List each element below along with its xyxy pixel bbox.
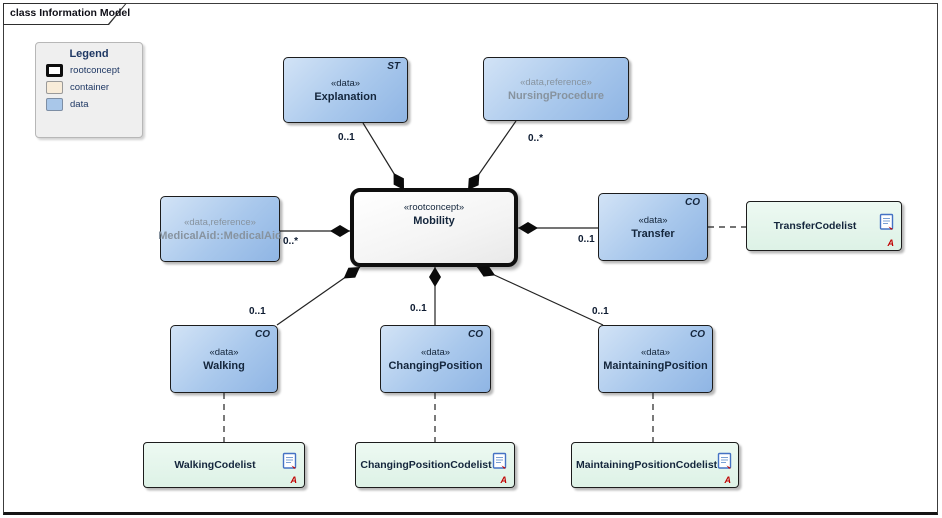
codelist-document-icon <box>879 213 894 230</box>
class-stereotype: «data,reference» <box>184 216 256 228</box>
class-stereotype: «data» <box>640 346 671 358</box>
class-name: ChangingPosition <box>388 359 483 372</box>
rootconcept-swatch <box>46 64 63 77</box>
diagram-title: class Information Model <box>10 7 131 19</box>
data-swatch <box>46 98 63 111</box>
legend-item-label: rootconcept <box>70 65 120 76</box>
class-stereotype: «data» <box>638 214 668 226</box>
class-maintaining-position-codelist[interactable]: MaintainingPositionCodelist A <box>571 442 739 488</box>
frame-tab-inner <box>4 4 125 24</box>
legend-item-label: data <box>70 99 89 110</box>
class-tag: ST <box>387 61 400 72</box>
class-tag: CO <box>255 329 270 340</box>
class-changing-position[interactable]: CO «data» ChangingPosition <box>380 325 491 393</box>
class-name: WalkingCodelist <box>174 459 256 471</box>
class-name: Explanation <box>314 90 377 103</box>
class-stereotype: «data,reference» <box>520 76 592 88</box>
multiplicity-label: 0..1 <box>592 306 609 317</box>
container-swatch <box>46 81 63 94</box>
class-stereotype: «data» <box>209 346 239 358</box>
codelist-document-icon <box>717 452 732 469</box>
class-name: TransferCodelist <box>773 220 857 232</box>
multiplicity-label: 0..1 <box>249 306 266 317</box>
multiplicity-label: 0..* <box>283 236 299 247</box>
multiplicity-label: 0..1 <box>578 234 595 245</box>
behavior-marker: A <box>724 475 732 485</box>
legend-item-label: container <box>70 82 110 93</box>
class-maintaining-position[interactable]: CO «data» MaintainingPosition <box>598 325 713 393</box>
multiplicity-label: 0..1 <box>410 303 427 314</box>
class-name: MaintainingPositionCodelist <box>576 459 718 471</box>
codelist-document-icon <box>282 452 297 469</box>
legend-item-rootconcept: rootconcept <box>46 64 142 77</box>
legend-box: Legend rootconcept container data <box>35 42 143 138</box>
class-tag: CO <box>685 197 700 208</box>
class-stereotype: «rootconcept» <box>403 202 465 213</box>
behavior-marker: A <box>887 238 895 248</box>
class-tag: CO <box>690 329 705 340</box>
class-stereotype: «data» <box>330 77 361 89</box>
class-tag: CO <box>468 329 483 340</box>
class-name: MedicalAid::MedicalAid <box>158 229 282 242</box>
class-medical-aid[interactable]: «data,reference» MedicalAid::MedicalAid <box>158 196 282 262</box>
class-explanation[interactable]: ST «data» Explanation <box>283 57 408 123</box>
class-walking-codelist[interactable]: WalkingCodelist A <box>143 442 305 488</box>
multiplicity-label: 0..1 <box>338 132 355 143</box>
class-name: Mobility <box>413 215 455 227</box>
class-nursing-procedure[interactable]: «data,reference» NursingProcedure <box>483 57 629 121</box>
class-name: Walking <box>203 359 245 372</box>
class-name: MaintainingPosition <box>603 359 708 372</box>
class-walking[interactable]: CO «data» Walking <box>170 325 278 393</box>
class-name: ChangingPositionCodelist <box>360 459 492 471</box>
legend-title: Legend <box>69 48 109 60</box>
behavior-marker: A <box>500 475 508 485</box>
legend-item-data: data <box>46 98 142 111</box>
class-name: NursingProcedure <box>508 89 604 102</box>
behavior-marker: A <box>290 475 298 485</box>
class-changing-position-codelist[interactable]: ChangingPositionCodelist A <box>355 442 515 488</box>
codelist-document-icon <box>492 452 507 469</box>
multiplicity-label: 0..* <box>528 133 544 144</box>
class-transfer-codelist[interactable]: TransferCodelist A <box>746 201 902 251</box>
class-stereotype: «data» <box>420 346 451 358</box>
class-name: Transfer <box>631 227 675 240</box>
class-transfer[interactable]: CO «data» Transfer <box>598 193 708 261</box>
legend-item-container: container <box>46 81 142 94</box>
diagram-frame-tab: class Information Model <box>3 3 131 25</box>
class-mobility[interactable]: «rootconcept» Mobility <box>350 188 518 267</box>
